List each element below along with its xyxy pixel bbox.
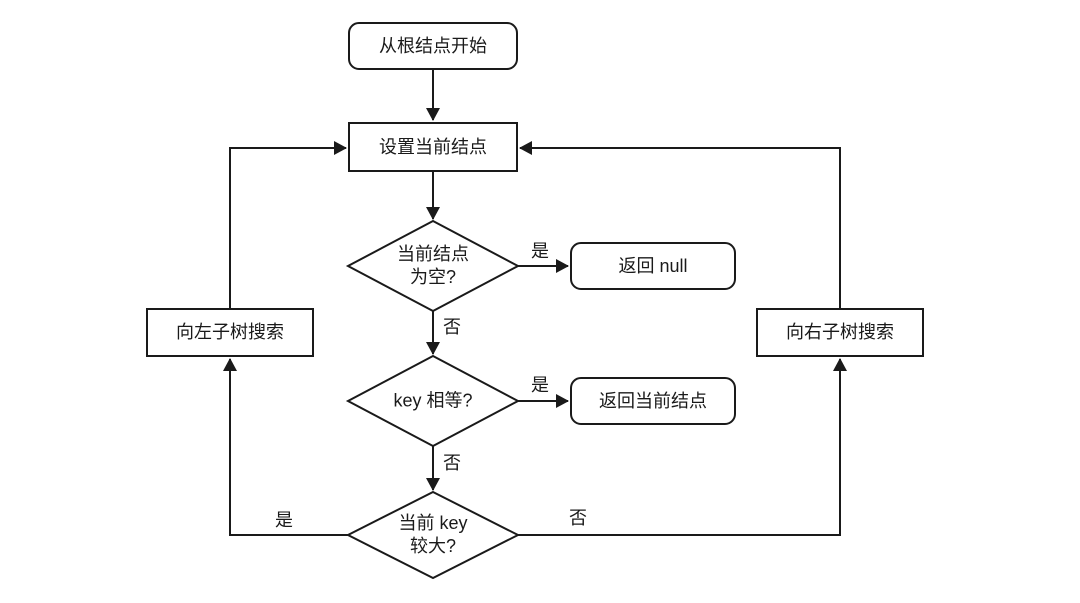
edge-label-key-greater-no: 否	[569, 508, 587, 528]
node-start-label: 从根结点开始	[379, 35, 487, 56]
edge-key-greater-no	[518, 358, 847, 536]
decision-key-greater-shape	[345, 490, 521, 580]
node-set-current: 设置当前结点	[348, 122, 518, 172]
decision-key-equal-shape	[345, 354, 521, 448]
edge-key-greater-yes	[223, 358, 348, 536]
node-return-null-label: 返回 null	[618, 255, 688, 276]
edge-label-is-empty-no: 否	[443, 317, 461, 337]
edge-label-key-equal-no: 否	[443, 453, 461, 473]
node-set-current-label: 设置当前结点	[379, 136, 487, 157]
node-search-right: 向右子树搜索	[756, 308, 924, 357]
decision-key-greater-label: 当前 key 较大?	[398, 512, 468, 556]
edge-search-right-loop	[519, 141, 841, 308]
edge-label-key-greater-yes: 是	[275, 510, 293, 530]
node-start: 从根结点开始	[348, 22, 518, 70]
node-search-left: 向左子树搜索	[146, 308, 314, 357]
edge-label-key-equal-yes: 是	[531, 375, 549, 395]
decision-is-empty-shape	[345, 219, 521, 313]
node-return-current-label: 返回当前结点	[599, 390, 707, 411]
node-return-null: 返回 null	[570, 242, 736, 290]
decision-is-empty-label: 当前结点 为空?	[397, 243, 469, 287]
decision-key-equal-label: key 相等?	[393, 390, 473, 411]
edge-search-left-loop	[229, 141, 347, 308]
node-search-right-label: 向右子树搜索	[786, 322, 894, 343]
node-return-current: 返回当前结点	[570, 377, 736, 425]
edge-label-is-empty-yes: 是	[531, 241, 549, 261]
node-search-left-label: 向左子树搜索	[176, 322, 284, 343]
